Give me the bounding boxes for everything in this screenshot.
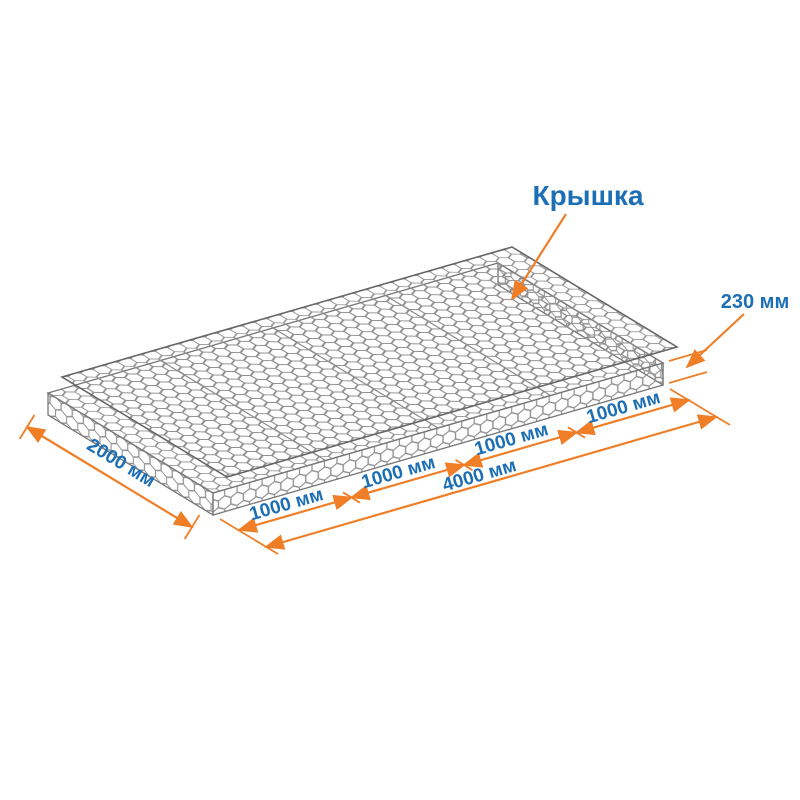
height-tick-bottom bbox=[668, 371, 708, 384]
width-dimension-line bbox=[25, 425, 194, 529]
width-tick-right bbox=[183, 514, 201, 540]
extension-line-right bbox=[669, 388, 731, 426]
dimension-annotations bbox=[18, 213, 745, 555]
lid-label: Крышка bbox=[532, 180, 643, 211]
lid-pointer-arrow bbox=[510, 213, 567, 301]
height-arrow bbox=[685, 313, 745, 369]
height-tick-top bbox=[668, 349, 708, 362]
height-dimension-label: 230 мм bbox=[721, 291, 790, 313]
total-dimension-line bbox=[264, 414, 718, 550]
extension-line-left bbox=[219, 518, 279, 555]
